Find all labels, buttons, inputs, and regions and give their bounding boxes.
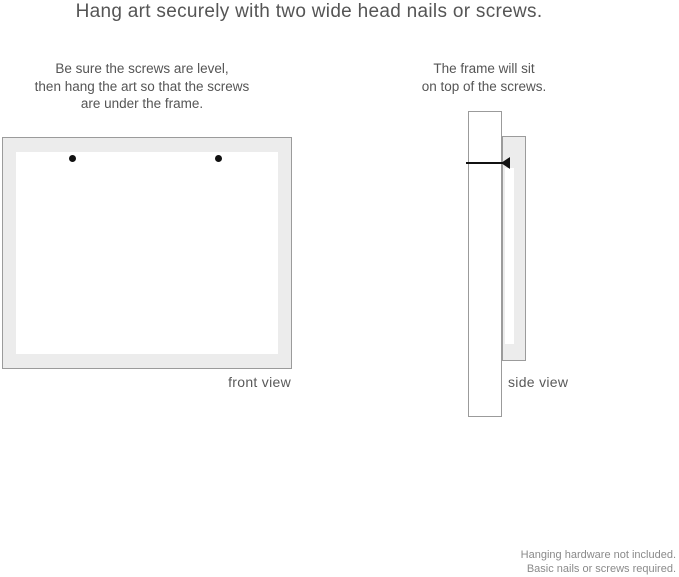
page-title: Hang art securely with two wide head nai… [75,1,543,22]
front-caption-line-3: are under the frame. [80,96,204,111]
front-view-label: front view [228,374,291,390]
side-view-caption: The frame will sit on top of the screws. [404,60,564,95]
side-view-label: side view [508,374,569,390]
frame-opening [16,152,278,354]
front-view-caption: Be sure the screws are level, then hang … [22,60,262,113]
screw-dot-right [215,155,222,162]
screw-dot-left [69,155,76,162]
nail-shaft [466,162,506,164]
front-caption-line-1: Be sure the screws are level, [55,61,229,76]
side-view-frame [502,136,526,361]
front-view-frame [2,137,292,369]
footer-note: Hanging hardware not included. Basic nai… [376,549,676,576]
nail-head-icon [501,157,510,169]
side-caption-line-2: on top of the screws. [421,78,547,94]
side-view-wall [468,111,502,417]
footer-line-2: Basic nails or screws required. [526,562,676,575]
frame-recess [505,168,514,344]
footer-line-1: Hanging hardware not included. [520,549,676,561]
front-caption-line-2: then hang the art so that the screws [34,78,250,94]
side-caption-line-1: The frame will sit [433,61,535,76]
